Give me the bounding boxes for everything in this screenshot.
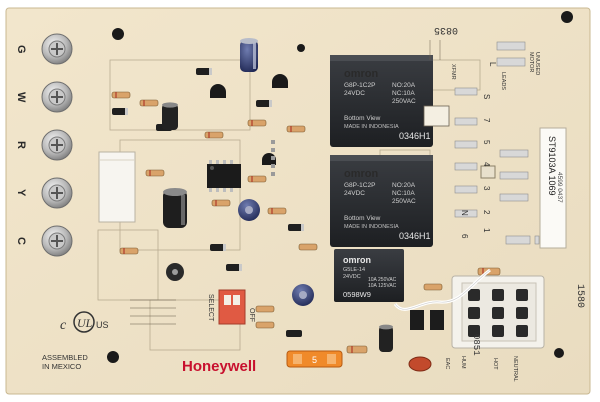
relay-2-country: MADE IN INDONESIA [344, 224, 399, 230]
label-unused: UNUSED [534, 52, 540, 75]
terminal-w [41, 81, 73, 113]
relay-1: omron G8P-1C2P 24VDC NO:20A NC:10A 250VA… [330, 55, 433, 147]
pin-label-3: 3 [482, 186, 491, 191]
relay-1-rating-3: 250VAC [392, 98, 416, 105]
pin-label-2: 2 [482, 210, 491, 215]
svg-text:c: c [60, 318, 67, 333]
relay-3-rating-1: 10A 250VAC [368, 277, 397, 283]
cap-blue-mid [238, 199, 260, 221]
terminal-label-g: G [15, 45, 27, 54]
relay-1-code: 0346H1 [399, 131, 431, 141]
pin-label-4: 4 [482, 162, 491, 167]
relay-3-voltage: 24VDC [343, 274, 361, 280]
relay-1-foot: Bottom View [344, 115, 381, 122]
relay-2: omron G8P-1C2P 24VDC NO:20A NC:10A 250VA… [330, 155, 433, 247]
cap-black-bottom [379, 324, 393, 352]
label-hum: HUM [460, 356, 466, 369]
relay-2-rating-2: NC:10A [392, 190, 415, 197]
terminal-label-c: C [15, 237, 27, 245]
molex-connector [451, 275, 545, 349]
dip-switch[interactable] [218, 289, 246, 325]
label-leads: LEADS [500, 72, 506, 90]
pin-header [271, 140, 275, 176]
label-neutral: NEUTRAL [512, 356, 518, 382]
terminal-letters: G W R Y C [15, 45, 27, 245]
relay-3-rating-2: 10A 125VAC [368, 283, 397, 289]
fuse: 5 [286, 350, 343, 368]
pin-label-7: 7 [482, 118, 491, 123]
relay-2-rating-1: NO:20A [392, 182, 416, 189]
label-hot: HOT [492, 358, 498, 370]
cap-black-1 [162, 102, 178, 130]
capacitors [162, 38, 393, 352]
resistors [111, 91, 501, 354]
right-component-block [423, 105, 496, 179]
silk-traces [130, 40, 441, 325]
relay-2-model: G8P-1C2P [344, 182, 375, 189]
ic-chip [207, 160, 241, 192]
terminal-screws [41, 33, 73, 257]
relay-1-model: G8P-1C2P [344, 82, 375, 89]
cap-blue-low [292, 284, 314, 306]
terminal-g [41, 33, 73, 65]
relay-2-code: 0346H1 [399, 231, 431, 241]
ceramic-resistor [98, 151, 136, 223]
mounting-holes [107, 11, 573, 363]
right-pin-labels: L S 7 5 4 3 2 1 N 6 [460, 62, 497, 239]
fuse-rating: 5 [312, 355, 317, 365]
corner-code: 0851 [471, 334, 481, 356]
relay-2-foot: Bottom View [344, 215, 381, 222]
cap-black-small [166, 263, 184, 281]
terminal-y [41, 177, 73, 209]
relay-1-brand: omron [344, 68, 379, 80]
relay-1-rating-1: NO:20A [392, 82, 416, 89]
relay-3-code: 0598W9 [343, 290, 371, 299]
pin-label-5: 5 [482, 140, 491, 145]
pin-label-l: L [488, 62, 497, 67]
area-labels: UNUSED MOTOR LEADS XFMR NEUTRAL HOT HUM … [444, 52, 540, 382]
transistors [210, 74, 288, 165]
black-blocks [410, 310, 444, 330]
cap-blue-top [240, 38, 258, 72]
part-date-code: 4599 0437 [556, 172, 563, 203]
relay-3-brand: omron [343, 255, 371, 265]
relay-3: omron G5LE-14 24VDC 10A 250VAC 10A 125VA… [334, 249, 404, 302]
relay-1-country: MADE IN INDONESIA [344, 124, 399, 130]
honeywell-logo: Honeywell [182, 358, 256, 375]
relay-1-rating-2: NC:10A [392, 90, 415, 97]
relay-1-voltage: 24VDC [344, 90, 365, 97]
part-sticker: ST9103A 1069 4599 0437 [539, 127, 567, 249]
label-xfmr: XFMR [450, 64, 456, 80]
terminal-label-w: W [15, 92, 27, 103]
terminal-label-r: R [15, 141, 27, 149]
label-eac: EAC [444, 358, 450, 369]
ul-certification-mark: c UL US [60, 311, 109, 333]
off-label: OFF [248, 308, 255, 322]
assembled-line-2: IN MEXICO [42, 362, 81, 371]
terminal-label-y: Y [15, 189, 27, 197]
relay-2-rating-3: 250VAC [392, 198, 416, 205]
assembled-line-1: ASSEMBLED [42, 353, 88, 362]
part-number: ST9103A 1069 [547, 136, 557, 196]
ul-country: US [96, 320, 109, 330]
terminal-r [41, 129, 73, 161]
svg-text:UL: UL [77, 316, 93, 330]
relay-3-model: G5LE-14 [343, 267, 365, 273]
right-code: 1580 [574, 284, 585, 308]
relay-2-brand: omron [344, 168, 379, 180]
cap-black-large [163, 188, 187, 228]
terminal-c [41, 225, 73, 257]
pin-label-1: 1 [482, 228, 491, 233]
pin-label-s: S [482, 94, 491, 99]
pin-label-n: N [460, 210, 469, 216]
relay-2-voltage: 24VDC [344, 190, 365, 197]
mov-varistor [408, 356, 432, 372]
label-motor: MOTOR [528, 52, 534, 72]
top-code: 0835 [434, 24, 458, 35]
pin-label-6: 6 [460, 234, 469, 239]
select-label: SELECT [207, 294, 214, 322]
spade-terminals [454, 41, 540, 245]
